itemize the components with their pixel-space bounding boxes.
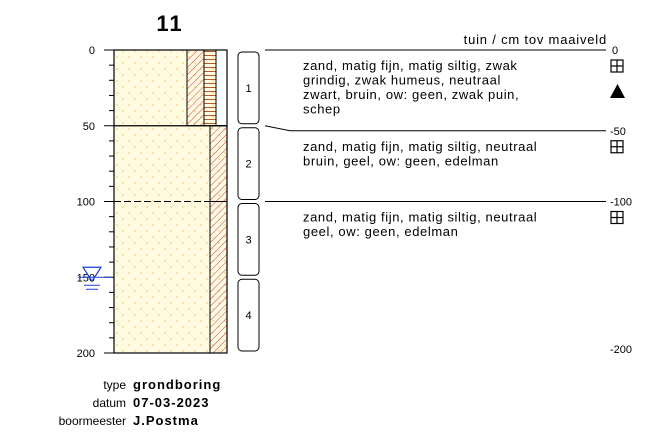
layer-description-line: zand, matig fijn, matig siltig, neutraal [303, 139, 537, 154]
layer-descriptions: 0 -50 -100 -200 zand, matig fijn, matig silt… [264, 45, 632, 356]
meta-value: J.Postma [133, 413, 199, 428]
square-cross-icon [610, 210, 624, 225]
meta-key: datum [93, 396, 126, 410]
layer-description-line: zand, matig fijn, matig siltig, zwak [303, 58, 518, 73]
right-depth-label: 0 [612, 45, 618, 57]
right-depth-label: -100 [610, 197, 632, 209]
blank-strip [215, 49, 228, 127]
sample-label: 4 [245, 310, 251, 322]
right-depth-label: -50 [610, 126, 626, 138]
meta-value: 07-03-2023 [133, 395, 210, 410]
boring-metadata: type grondboring datum 07-03-2023 boormeeste… [59, 377, 221, 428]
location-label: tuin / cm tov maaiveld [464, 32, 607, 47]
meta-key: type [103, 378, 126, 392]
right-depth-label: -200 [610, 344, 632, 356]
sample-box [237, 51, 260, 125]
meta-key: boormeester [59, 414, 126, 428]
layer-description-line: grindig, zwak humeus, neutraal [303, 73, 501, 88]
scale-tick-label: 200 [77, 348, 95, 360]
layer-description-line: zwart, bruin, ow: geen, zwak puin, [303, 87, 519, 102]
scale-tick-label: 150 [77, 272, 95, 284]
layer-description-line: geel, ow: geen, edelman [303, 224, 458, 239]
humus-hatch [186, 49, 205, 127]
rubble-pattern [203, 49, 217, 127]
sample-box [237, 127, 260, 200]
column-outline [113, 49, 228, 354]
square-cross-icon [610, 59, 624, 73]
soil-column [113, 49, 228, 354]
groundwater-marker [78, 266, 112, 290]
scale-tick-label: 100 [77, 197, 95, 209]
square-cross-icon [610, 140, 624, 154]
depth-line [264, 125, 606, 132]
sample-label: 2 [245, 159, 251, 171]
scale-tick-label: 0 [89, 45, 95, 57]
sample-box [237, 203, 260, 276]
depth-scale: 0 50 100 150 200 [77, 45, 115, 360]
triangle-icon [610, 84, 625, 98]
layer-description-line: schep [303, 102, 341, 117]
scale-tick-label: 50 [83, 121, 95, 133]
groundwater-triangle-icon [81, 266, 103, 283]
layer-description-line: bruin, geel, ow: geen, edelman [303, 153, 499, 168]
sample-label: 3 [245, 234, 251, 246]
layer-description-line: zand, matig fijn, matig siltig, neutraal [303, 210, 537, 225]
sample-label: 1 [245, 83, 251, 95]
silt-hatch [209, 125, 228, 354]
meta-value: grondboring [133, 377, 221, 392]
boring-title: 11 [156, 11, 183, 36]
sample-box [237, 278, 260, 352]
sample-boxes: 1 2 3 4 [237, 51, 260, 352]
